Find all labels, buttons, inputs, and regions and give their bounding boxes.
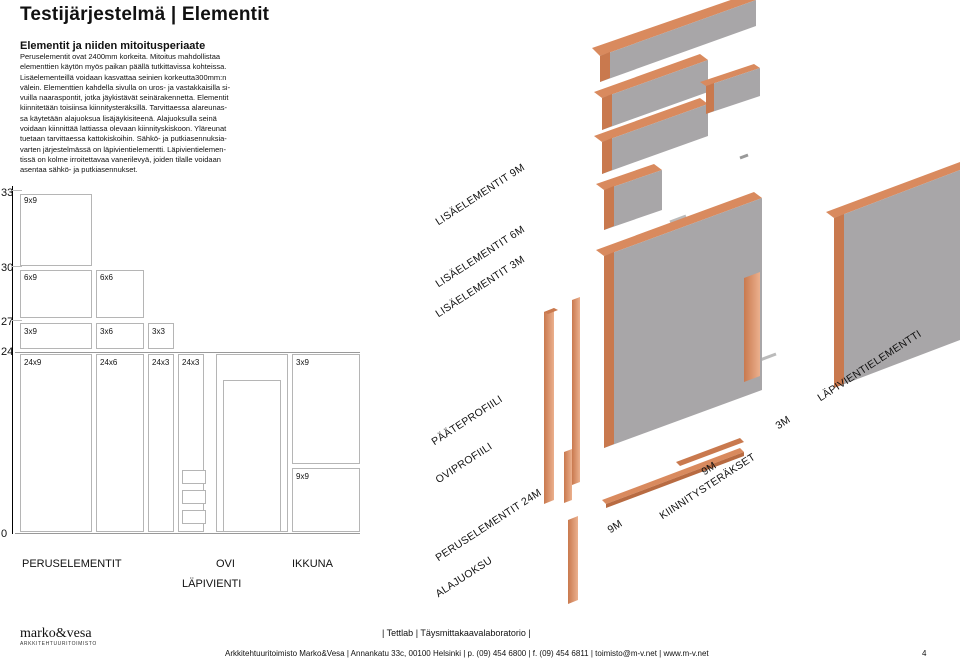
panel-label-24x9: 24x9 (24, 358, 42, 367)
door-leaf (223, 380, 281, 532)
tick-30 (12, 266, 22, 267)
panel-3x9 (20, 323, 92, 349)
plywood-plate-3 (182, 510, 206, 524)
line-24 (15, 352, 360, 353)
panel-label-9x9-right: 9x9 (296, 472, 309, 481)
iso-paateprofiili (544, 308, 558, 504)
panel-label-3x9: 3x9 (24, 327, 37, 336)
panel-label-6x6: 6x6 (100, 273, 113, 282)
panel-6x6 (96, 270, 144, 318)
height-label-30: 30 (1, 262, 14, 274)
panel-6x9 (20, 270, 92, 318)
window-panel (292, 354, 360, 464)
panel-label-3x3: 3x3 (152, 327, 165, 336)
intro-text: Peruselementit ovat 2400mm korkeita. Mit… (20, 52, 231, 175)
iso-lattiakisko (676, 438, 744, 466)
height-label-0: 0 (1, 528, 8, 540)
footer-address: Arkkitehtuuritoimisto Marko&Vesa | Annan… (225, 649, 709, 658)
panel-label-3x6: 3x6 (100, 327, 113, 336)
tick-27 (12, 320, 22, 321)
panel-label-3x9-right: 3x9 (296, 358, 309, 367)
panel-label-9x9: 9x9 (24, 196, 37, 205)
panel-3x6 (96, 323, 144, 349)
iso-lisa-9m (592, 0, 756, 82)
iso-lisa-3m (596, 164, 662, 230)
height-label-24: 24 (1, 346, 14, 358)
iso-3m-strip (744, 272, 760, 382)
panel-24x3-a (148, 354, 174, 532)
line-0 (15, 533, 360, 534)
iso-kiinnitysteräs-rail (602, 448, 744, 508)
tick-33 (12, 190, 22, 191)
category-lapivienti: LÄPIVIENTI (182, 578, 242, 590)
logo-name: marko&vesa (20, 626, 92, 641)
height-label-33: 33 (1, 187, 14, 199)
iso-lisa-6m-b (594, 98, 708, 174)
iso-alajuoksu (568, 516, 578, 604)
logo-subtitle: ARKKITEHTUURITOIMISTO (20, 641, 97, 647)
panel-9x9 (20, 194, 92, 266)
height-axis (12, 186, 13, 534)
panel-label-24x3-b: 24x3 (182, 358, 200, 367)
height-label-27: 27 (1, 316, 14, 328)
company-logo: marko&vesa ARKKITEHTUURITOIMISTO (20, 626, 97, 647)
iso-peruselementti-24m (596, 192, 762, 448)
iso-lapivientielementti (826, 162, 960, 388)
plywood-plate-1 (182, 470, 206, 484)
panel-3x3 (148, 323, 174, 349)
plywood-plate-2 (182, 490, 206, 504)
through-panel (292, 468, 360, 532)
panel-label-24x6: 24x6 (100, 358, 118, 367)
panel-24x6 (96, 354, 144, 532)
category-ovi: OVI (216, 558, 235, 570)
iso-lisa-3m-right (700, 64, 760, 114)
category-peruselementit: PERUSELEMENTIT (22, 558, 122, 570)
intro-subtitle: Elementit ja niiden mitoitusperiaate (20, 40, 206, 52)
panel-label-6x9: 6x9 (24, 273, 37, 282)
panel-24x9 (20, 354, 92, 532)
page-number: 4 (922, 649, 927, 658)
category-ikkuna: IKKUNA (292, 558, 333, 570)
iso-oviprofiili (564, 297, 580, 503)
lab-title: | Tettlab | Täysmittakaavalaboratorio | (382, 628, 531, 638)
page-title: Testijärjestelmä | Elementit (20, 4, 270, 25)
iso-lisa-6m (594, 54, 708, 130)
panel-label-24x3-a: 24x3 (152, 358, 170, 367)
